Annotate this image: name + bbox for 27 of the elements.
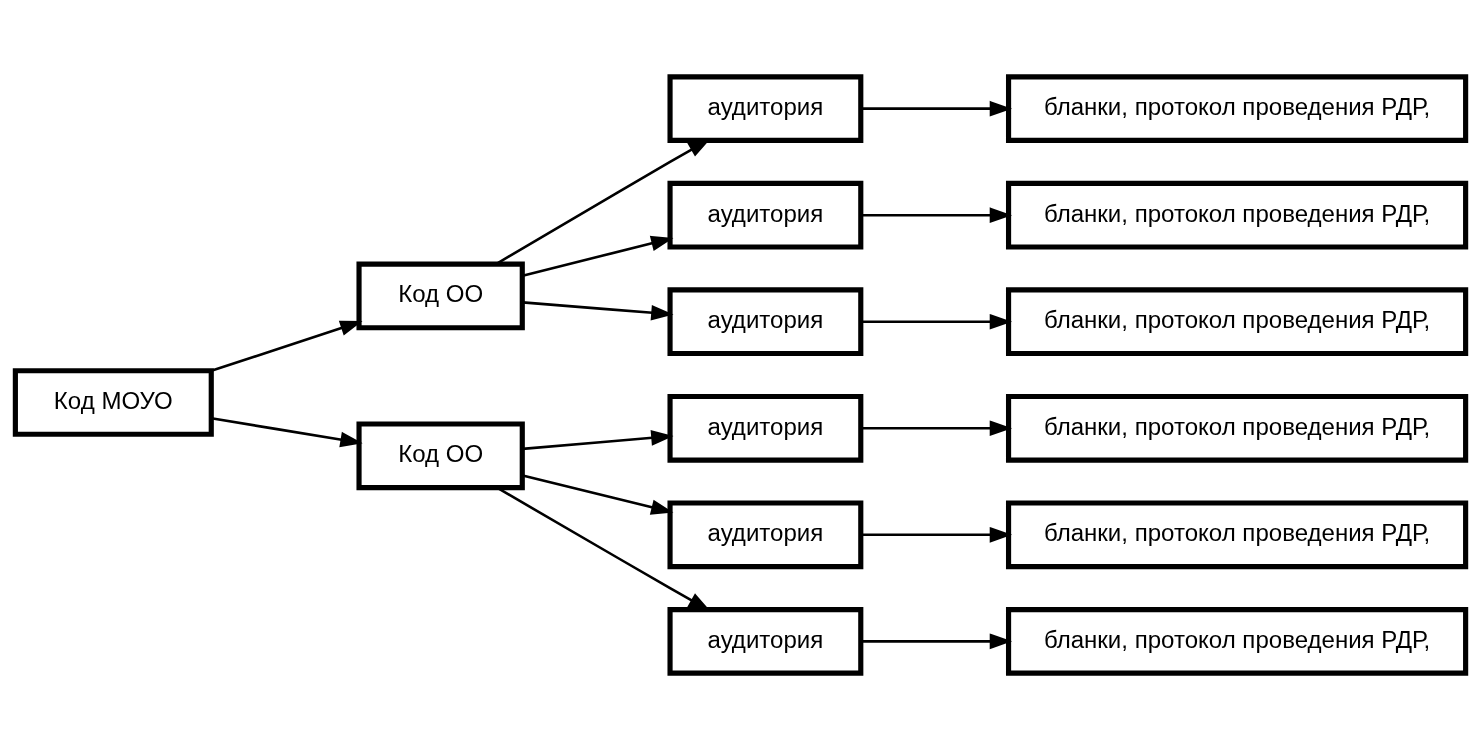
node-box: бланки, протокол проведения РДР,: [1006, 606, 1469, 676]
arrow: [522, 300, 674, 320]
node-box: аудитория: [667, 73, 864, 143]
arrow: [861, 633, 1013, 649]
node-box: Код ОО: [356, 261, 525, 330]
arrow: [210, 320, 363, 372]
node-box: Код МОУО: [12, 367, 214, 437]
arrow: [861, 100, 1013, 116]
node-box: аудитория: [667, 180, 864, 250]
node-box: бланки, протокол проведения РДР,: [1006, 286, 1469, 356]
arrow: [861, 526, 1013, 543]
arrow: [522, 235, 674, 277]
arrow: [861, 206, 1013, 223]
node-box: бланки, протокол проведения РДР,: [1006, 73, 1469, 143]
node-box: бланки, протокол проведения РДР,: [1006, 499, 1469, 569]
arrow: [211, 416, 363, 447]
arrow: [861, 419, 1013, 436]
node-box: бланки, протокол проведения РДР,: [1006, 393, 1469, 463]
arrow: [522, 473, 674, 515]
node-box: Код ОО: [356, 420, 525, 490]
node-box: аудитория: [667, 393, 864, 463]
arrow: [861, 313, 1013, 330]
node-box: бланки, протокол проведения РДР,: [1006, 180, 1469, 250]
node-box: аудитория: [667, 606, 864, 676]
arrow: [522, 429, 674, 450]
node-box: аудитория: [667, 286, 864, 356]
node-box: аудитория: [667, 499, 864, 569]
